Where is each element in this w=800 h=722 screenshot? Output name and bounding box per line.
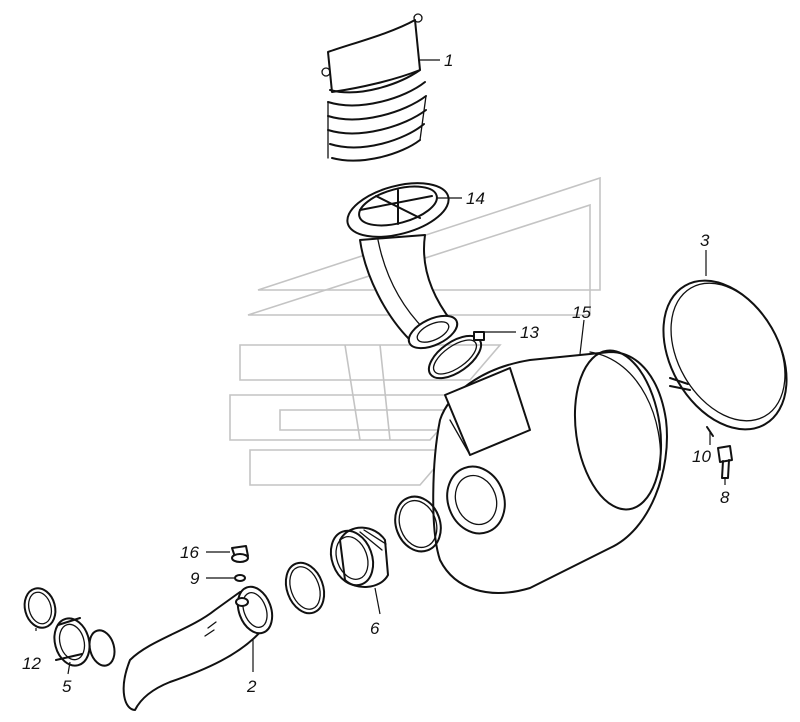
part-5-connector (53, 617, 116, 667)
part-12-clamp (23, 587, 57, 629)
part-10-washer (706, 426, 714, 437)
part-2-outlet-pipe (122, 585, 274, 711)
callout-10: 10 (692, 447, 711, 466)
part-15-air-cleaner (432, 349, 668, 594)
callout-5: 5 (62, 677, 72, 696)
housing-outlet-clamp (394, 495, 442, 553)
part-9-o-ring (234, 574, 246, 582)
callout-16: 16 (180, 543, 199, 562)
callout-8: 8 (720, 488, 730, 507)
part-14-inlet-elbow (346, 182, 459, 350)
leader-lines (35, 59, 726, 675)
callout-15: 15 (572, 303, 591, 322)
callout-12: 12 (22, 654, 41, 673)
middle-clamp (284, 561, 326, 615)
callout-labels: 1 2 3 5 6 8 9 10 12 13 14 15 16 (22, 51, 730, 696)
callout-3: 3 (700, 231, 710, 250)
callout-6: 6 (370, 619, 380, 638)
part-1-bellows (321, 13, 427, 162)
callout-13: 13 (520, 323, 539, 342)
callout-14: 14 (466, 189, 485, 208)
callout-9: 9 (190, 569, 200, 588)
callout-1: 1 (444, 51, 453, 70)
part-3-mounting-band (662, 279, 788, 431)
part-8-bolt (717, 445, 733, 479)
callout-2: 2 (246, 677, 257, 696)
part-6-sleeve (329, 526, 389, 588)
part-16-sensor (231, 545, 249, 563)
